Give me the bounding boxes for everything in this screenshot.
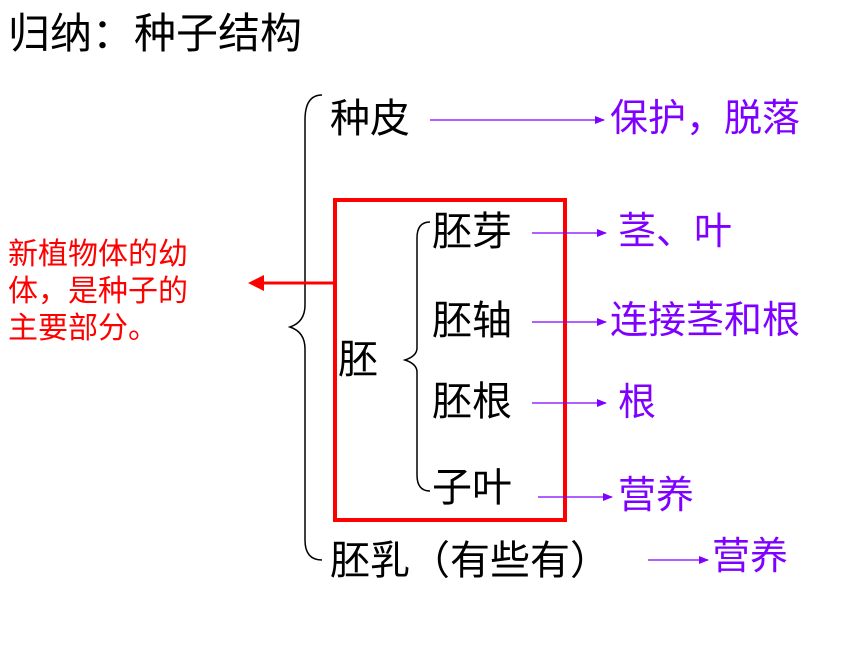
- endosperm-label: 胚乳（有些有）: [330, 538, 610, 584]
- seed-coat-label: 种皮: [330, 96, 410, 142]
- page-title: 归纳：种子结构: [8, 9, 303, 58]
- seed-coat-function: 保护，脱落: [610, 96, 801, 140]
- seed-brace: [287, 94, 323, 561]
- embryo-brace: [402, 221, 431, 492]
- plumule-function: 茎、叶: [618, 209, 733, 253]
- note-arrow-head: [248, 275, 264, 291]
- radicle-label: 胚根: [432, 379, 512, 425]
- cotyledon-label: 子叶: [432, 465, 512, 511]
- plumule-label: 胚芽: [432, 209, 512, 255]
- hypocotyl-function: 连接茎和根: [610, 298, 801, 342]
- cotyledon-function: 营养: [618, 473, 695, 517]
- note-line: 主要部分。: [8, 311, 158, 346]
- note-line: 新植物体的幼: [8, 237, 188, 272]
- radicle-function: 根: [618, 380, 657, 424]
- embryo-note: 新植物体的幼 体，是种子的 主要部分。: [8, 236, 188, 347]
- embryo-highlight-box: [333, 198, 567, 522]
- endosperm-function: 营养: [712, 534, 789, 578]
- note-line: 体，是种子的: [8, 274, 188, 309]
- hypocotyl-label: 胚轴: [432, 298, 512, 344]
- embryo-label: 胚: [338, 337, 378, 383]
